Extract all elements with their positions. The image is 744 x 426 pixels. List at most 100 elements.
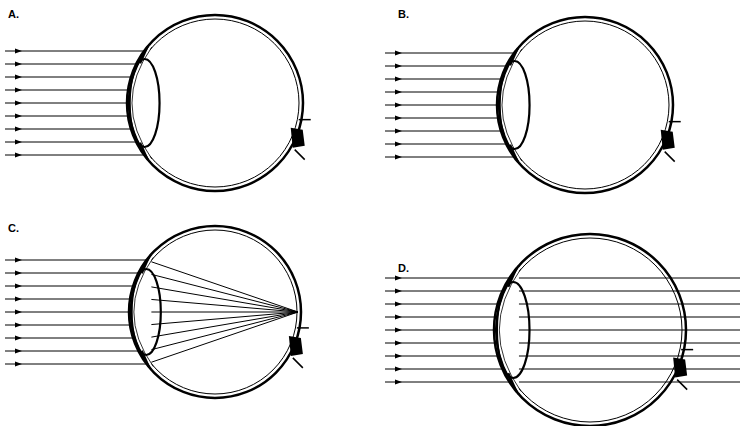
ray-arrowhead: [15, 323, 22, 328]
ray-arrowhead: [15, 127, 22, 132]
refracted-ray: [146, 299, 298, 312]
refracted-ray: [146, 312, 298, 364]
refracted-ray: [146, 286, 298, 312]
light-ray: [5, 51, 145, 52]
ray-arrowhead: [395, 155, 402, 160]
lens: [497, 282, 530, 378]
ray-arrowhead: [395, 367, 402, 372]
light-ray: [5, 77, 133, 78]
ray-arrowhead: [395, 289, 402, 294]
iris: [510, 48, 518, 65]
eyeball-inner: [131, 19, 299, 187]
light-ray: [5, 273, 140, 274]
light-ray: [385, 144, 508, 145]
ray-arrowhead: [395, 90, 402, 95]
ray-arrowhead: [395, 328, 402, 333]
refracted-ray: [146, 312, 298, 325]
light-ray: [5, 142, 138, 143]
light-ray: [385, 343, 740, 344]
light-ray: [385, 105, 499, 106]
eyeball-inner: [133, 230, 297, 394]
optic-nerve-sheath: [669, 121, 681, 123]
lens: [130, 59, 160, 147]
eyeball-inner: [501, 21, 669, 189]
light-ray: [385, 53, 515, 54]
eyeball-outline: [494, 234, 686, 426]
cornea-inner: [132, 47, 152, 159]
optic-nerve-sheath: [295, 150, 305, 160]
light-ray: [5, 286, 135, 287]
optic-nerve: [289, 336, 303, 356]
optic-nerve-sheath: [293, 358, 303, 368]
ray-arrowhead: [15, 101, 22, 106]
ray-arrowhead: [395, 354, 402, 359]
panel-letter: B.: [398, 8, 409, 20]
lens: [500, 61, 530, 149]
light-ray: [5, 260, 148, 261]
iris: [140, 143, 148, 160]
optic-nerve: [291, 128, 305, 148]
light-ray: [5, 312, 131, 313]
ray-arrowhead: [395, 116, 402, 121]
ray-arrowhead: [15, 310, 22, 315]
eyeball-outline: [497, 17, 673, 193]
light-ray: [385, 369, 740, 370]
panel-letter: D.: [398, 262, 409, 274]
ray-arrowhead: [15, 88, 22, 93]
refracted-ray: [146, 312, 298, 351]
ray-arrowhead: [15, 349, 22, 354]
ray-arrowhead: [15, 140, 22, 145]
ray-arrowhead: [395, 129, 402, 134]
optic-nerve: [661, 130, 675, 150]
eyeball-outline: [129, 226, 301, 398]
ray-arrowhead: [15, 153, 22, 158]
ray-arrowhead: [15, 336, 22, 341]
ray-arrowhead: [395, 302, 402, 307]
ray-arrowhead: [395, 315, 402, 320]
ray-arrowhead: [395, 77, 402, 82]
light-ray: [385, 356, 740, 357]
iris: [508, 268, 517, 287]
panel-letter: A.: [8, 8, 19, 20]
light-ray: [385, 304, 740, 305]
light-ray: [5, 155, 145, 156]
light-ray: [5, 64, 138, 65]
light-ray: [5, 364, 148, 365]
iris: [142, 351, 149, 368]
light-ray: [385, 79, 503, 80]
optic-nerve-sheath: [681, 349, 693, 351]
light-ray: [385, 92, 500, 93]
eyeball-inner: [498, 238, 682, 422]
light-ray: [5, 103, 129, 104]
cornea-inner: [134, 257, 153, 366]
ray-arrowhead: [15, 75, 22, 80]
light-ray: [5, 90, 130, 91]
light-ray: [385, 131, 503, 132]
refracted-ray: [146, 273, 298, 312]
ray-arrowhead: [395, 51, 402, 56]
ray-arrowhead: [395, 64, 402, 69]
light-ray: [385, 317, 740, 318]
light-ray: [385, 157, 515, 158]
ray-arrowhead: [395, 276, 402, 281]
ray-arrowhead: [395, 142, 402, 147]
light-ray: [5, 116, 130, 117]
refracted-ray: [146, 260, 298, 312]
cornea-inner: [499, 269, 521, 392]
ray-arrowhead: [15, 114, 22, 119]
light-ray: [5, 338, 135, 339]
cornea-inner: [502, 49, 522, 161]
ray-arrowhead: [395, 380, 402, 385]
ray-arrowhead: [15, 362, 22, 367]
iris: [140, 46, 148, 63]
ray-arrowhead: [15, 297, 22, 302]
light-ray: [5, 351, 140, 352]
light-ray: [385, 382, 740, 383]
ray-arrowhead: [15, 49, 22, 54]
iris: [510, 145, 518, 162]
iris: [508, 373, 517, 392]
light-ray: [385, 278, 740, 279]
light-ray: [385, 291, 740, 292]
